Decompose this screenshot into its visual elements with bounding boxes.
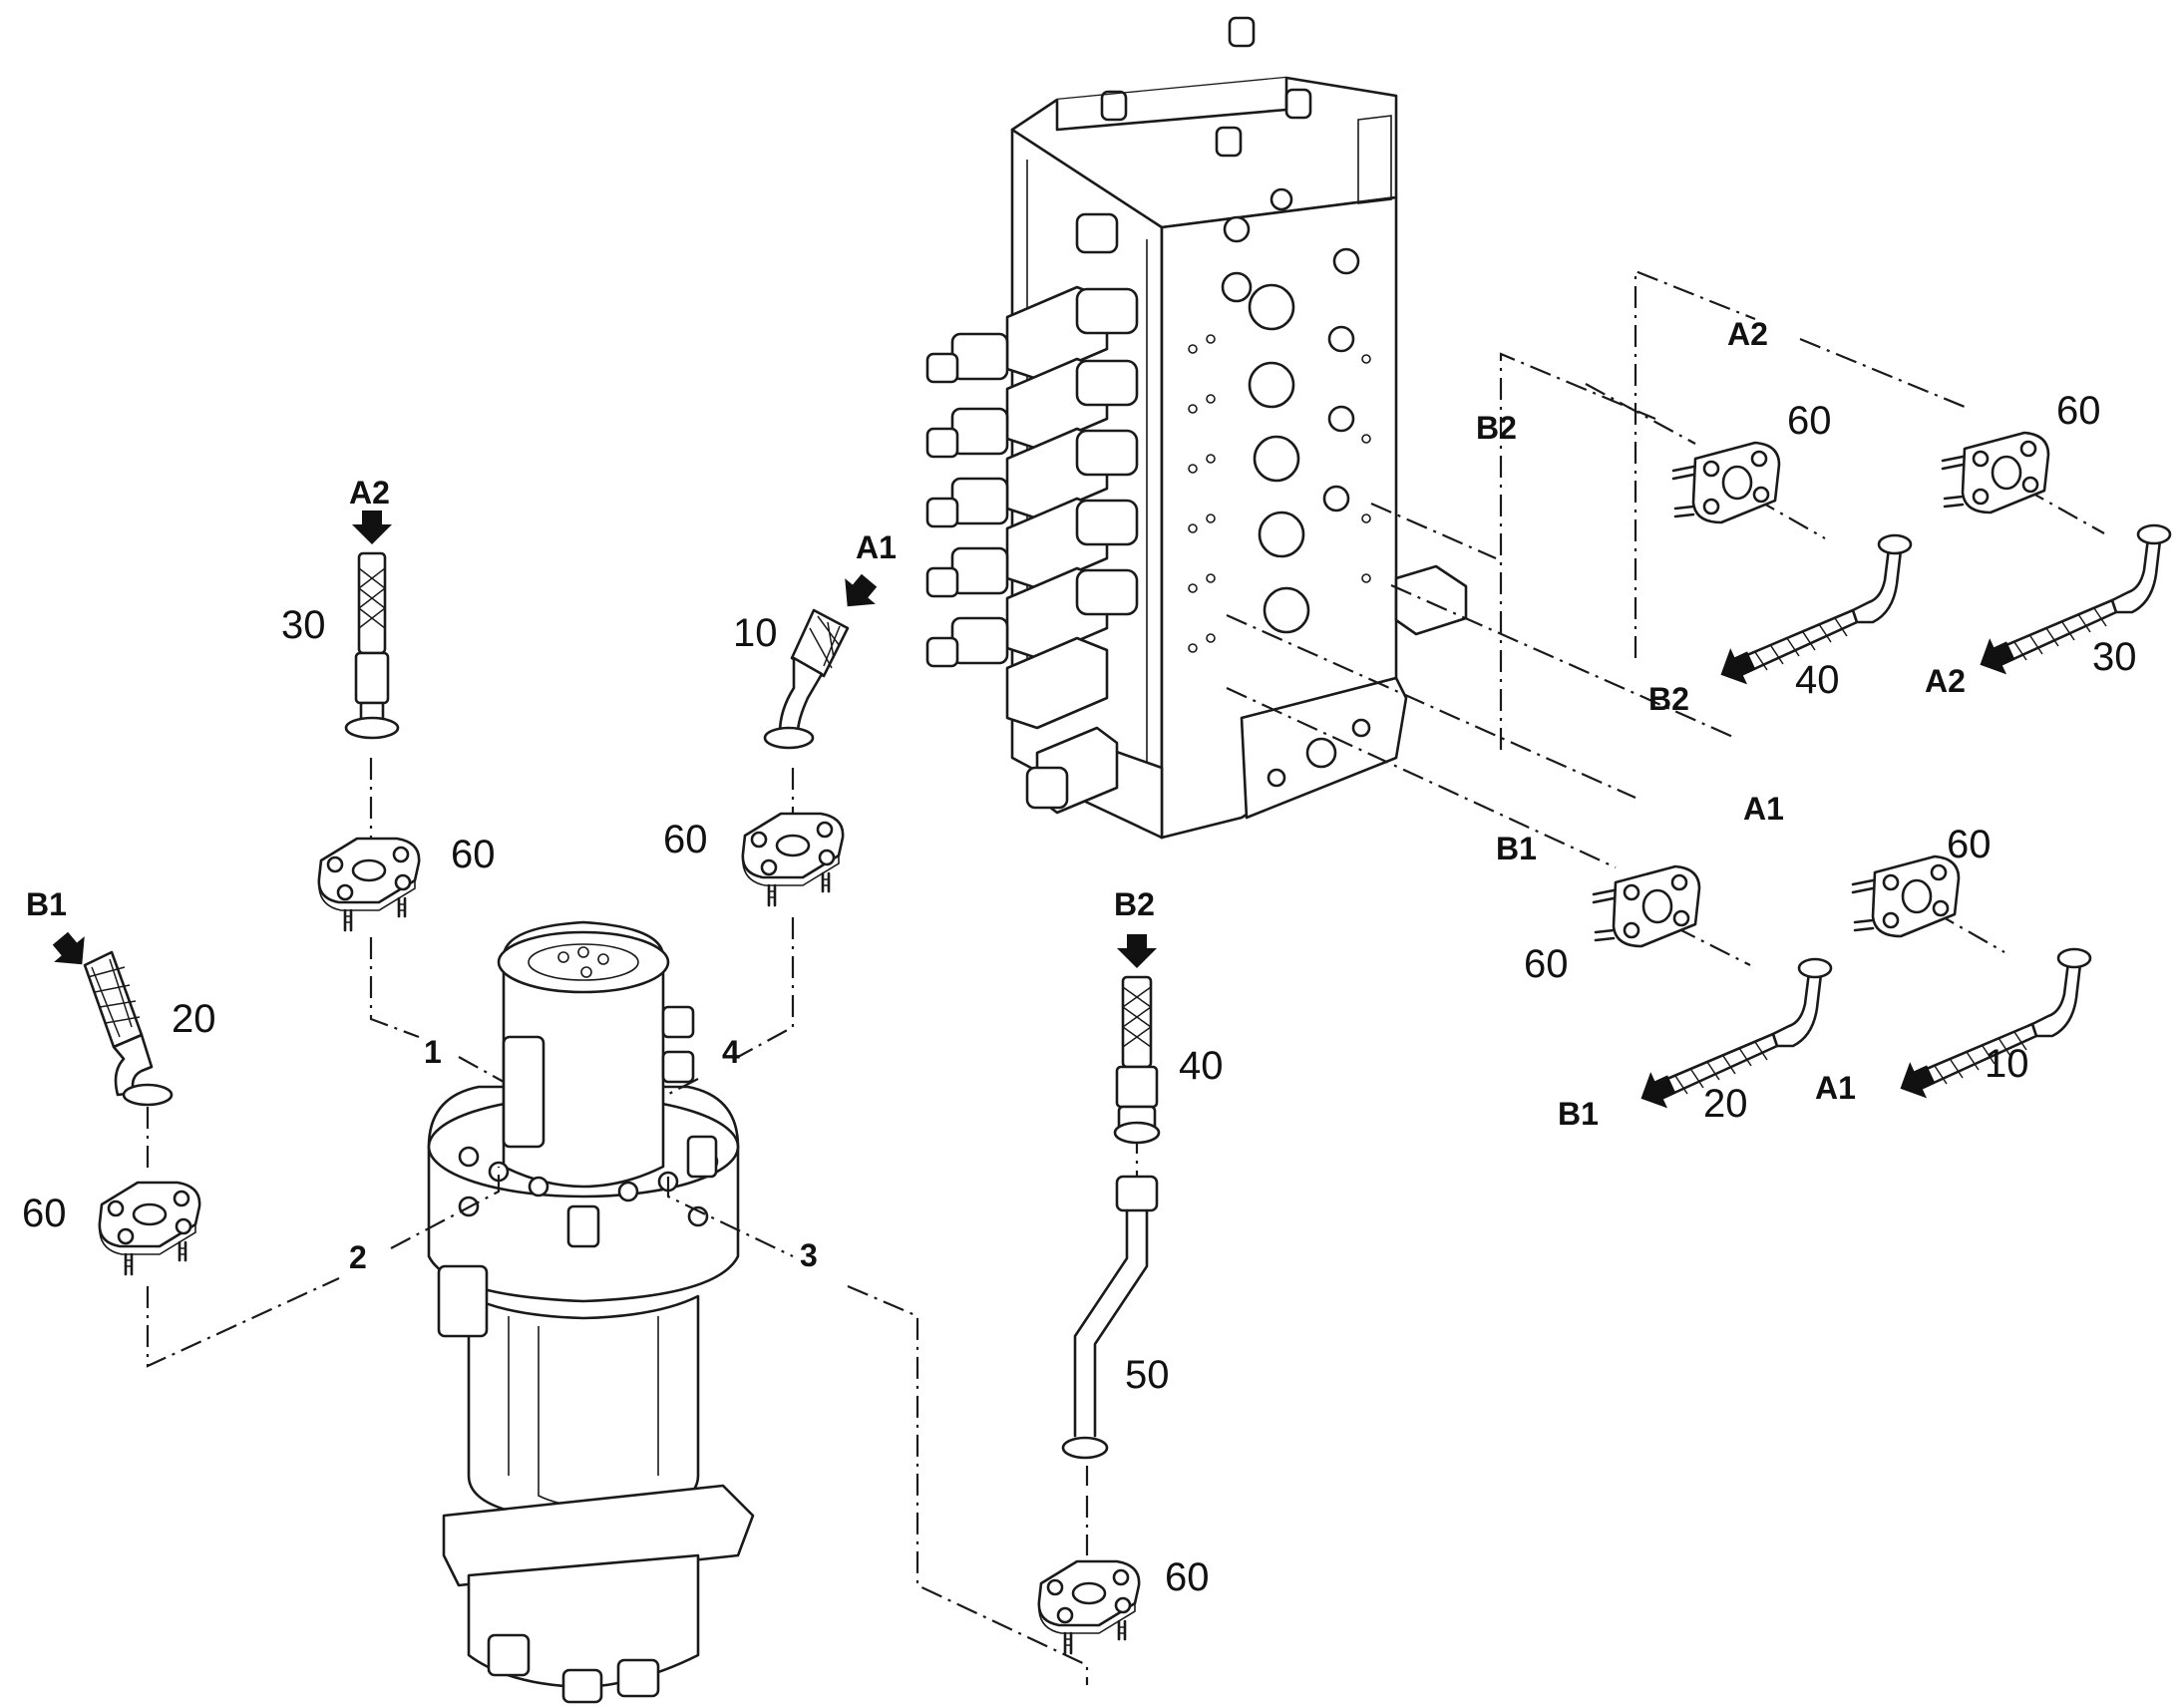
flange-60-a2-left xyxy=(317,837,421,932)
port-label-a1-hose-end: A1 xyxy=(1815,1070,1856,1106)
flange-60-b2-right xyxy=(1671,441,1781,524)
hose-30-left xyxy=(344,551,400,740)
joint-port-4: 4 xyxy=(722,1034,740,1070)
hose-20-left xyxy=(83,950,174,1107)
hose-40-right xyxy=(1733,533,1913,676)
arrow-down-icon xyxy=(1117,934,1157,968)
joint-port-2: 2 xyxy=(349,1239,367,1275)
part-number-40-right: 40 xyxy=(1795,658,1840,702)
flange-60-a1-right xyxy=(1851,854,1961,938)
part-number-60-b1-left: 60 xyxy=(22,1192,67,1235)
port-label-b1-leader: B1 xyxy=(1496,831,1537,866)
part-number-20-right: 20 xyxy=(1703,1082,1748,1126)
part-number-60-a1-left: 60 xyxy=(663,818,708,861)
port-label-b2-center: B2 xyxy=(1114,886,1155,922)
flange-60-a2-right xyxy=(1941,431,2050,514)
swivel-joint xyxy=(427,920,755,1704)
hose-10-left xyxy=(763,608,850,750)
part-number-10-left: 10 xyxy=(733,611,778,655)
arrow-down-icon xyxy=(832,567,885,620)
flange-60-b1-left xyxy=(98,1181,201,1276)
part-number-50: 50 xyxy=(1125,1353,1170,1397)
part-number-30-left: 30 xyxy=(281,603,326,647)
part-number-10-right: 10 xyxy=(1985,1042,2029,1086)
part-number-60-b2-right: 60 xyxy=(1787,399,1832,443)
pipe-50 xyxy=(1061,1175,1159,1460)
control-valve-block xyxy=(925,16,1468,840)
part-number-60-b2-center: 60 xyxy=(1165,1555,1210,1599)
port-label-b2-leader: B2 xyxy=(1476,410,1517,446)
hose-20-right xyxy=(1653,957,1833,1100)
part-number-60-a2-left: 60 xyxy=(451,833,496,876)
part-number-60-a2-right: 60 xyxy=(2056,389,2101,433)
joint-port-3: 3 xyxy=(800,1237,818,1273)
flange-60-b2-center xyxy=(1037,1559,1141,1655)
arrow-left-icon xyxy=(1892,1056,1940,1107)
port-label-a2-leader: A2 xyxy=(1727,316,1768,352)
port-label-b1-left: B1 xyxy=(26,886,67,922)
arrow-left-icon xyxy=(1712,642,1760,693)
part-number-20-left: 20 xyxy=(172,997,216,1041)
flange-60-b1-right xyxy=(1592,864,1701,948)
leader-lines xyxy=(146,269,2105,1685)
port-label-a1-left: A1 xyxy=(856,529,897,565)
part-number-30-right: 30 xyxy=(2092,635,2137,679)
port-label-a2-hose-end: A2 xyxy=(1925,663,1966,699)
arrow-left-icon xyxy=(1972,632,2019,683)
flange-60-a1-left xyxy=(741,812,845,907)
joint-port-1: 1 xyxy=(424,1034,442,1070)
hose-30-right xyxy=(1993,523,2172,666)
part-number-40-center: 40 xyxy=(1179,1044,1224,1088)
port-label-a2-left: A2 xyxy=(349,475,390,511)
arrow-down-icon xyxy=(352,511,392,544)
part-number-60-a1-right: 60 xyxy=(1947,823,1992,866)
hose-40-center xyxy=(1113,975,1161,1145)
port-label-a1-leader: A1 xyxy=(1743,791,1784,827)
part-number-60-b1-right: 60 xyxy=(1524,942,1569,986)
port-label-b2-hose-end: B2 xyxy=(1648,681,1689,717)
port-label-b1-hose-end: B1 xyxy=(1558,1096,1599,1132)
arrow-left-icon xyxy=(1633,1066,1680,1117)
